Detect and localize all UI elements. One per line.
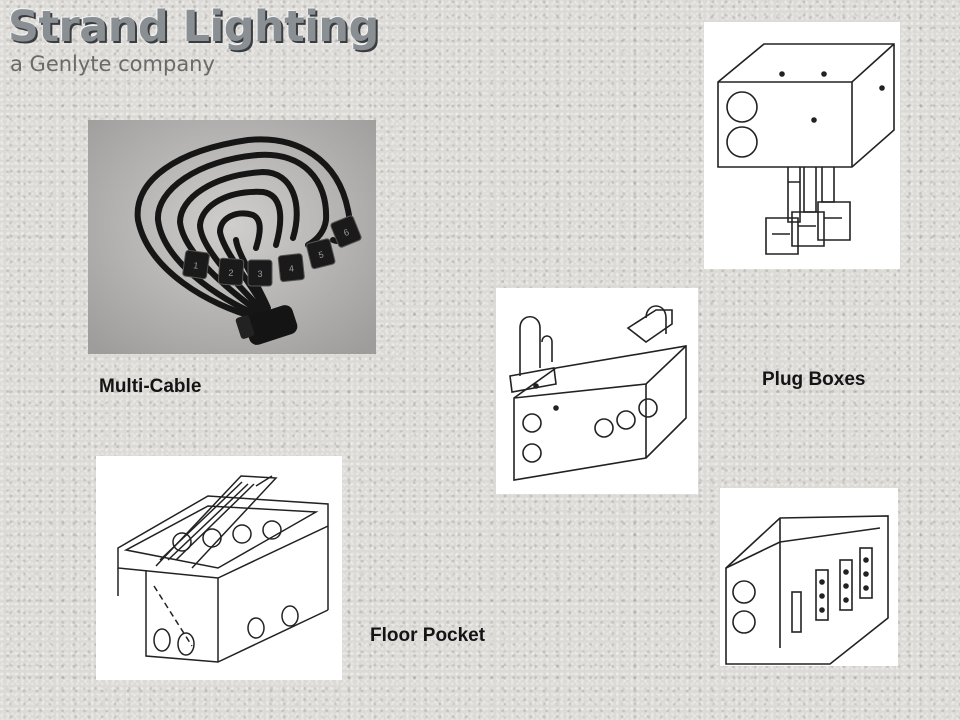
floor-pocket-drawing xyxy=(117,475,329,663)
multi-cable-illustration: 1 2 3 4 5 6 xyxy=(88,120,376,354)
logo-tagline: a Genlyte company xyxy=(10,52,215,76)
connector-number: 3 xyxy=(257,269,262,279)
strand-lighting-logo: Strand Lighting a Genlyte company xyxy=(8,2,388,82)
connector-number: 5 xyxy=(317,249,324,260)
plug-box-hanging-drawing xyxy=(717,43,895,255)
connector-number: 4 xyxy=(288,263,294,273)
plug-box-ubolt-drawing xyxy=(509,305,687,481)
connector-number: 6 xyxy=(342,227,350,238)
plug-box-flush-drawing xyxy=(725,515,889,665)
plug-boxes-label: Plug Boxes xyxy=(762,369,866,390)
connector-plugs: 1 2 3 4 5 6 xyxy=(182,215,362,287)
plug-box-flush-image xyxy=(720,488,898,666)
connector-number: 2 xyxy=(228,268,234,278)
logo-brand-text: Strand Lighting xyxy=(8,2,379,52)
multi-connector-head xyxy=(235,305,298,345)
plug-box-ubolt-image xyxy=(496,288,698,494)
floor-pocket-label: Floor Pocket xyxy=(370,625,486,646)
multi-cable-label: Multi-Cable xyxy=(99,376,202,397)
connector-number: 1 xyxy=(193,260,199,271)
plug-box-hanging-image xyxy=(704,22,900,269)
multi-cable-photo: 1 2 3 4 5 6 xyxy=(88,120,376,354)
floor-pocket-image xyxy=(96,456,342,680)
